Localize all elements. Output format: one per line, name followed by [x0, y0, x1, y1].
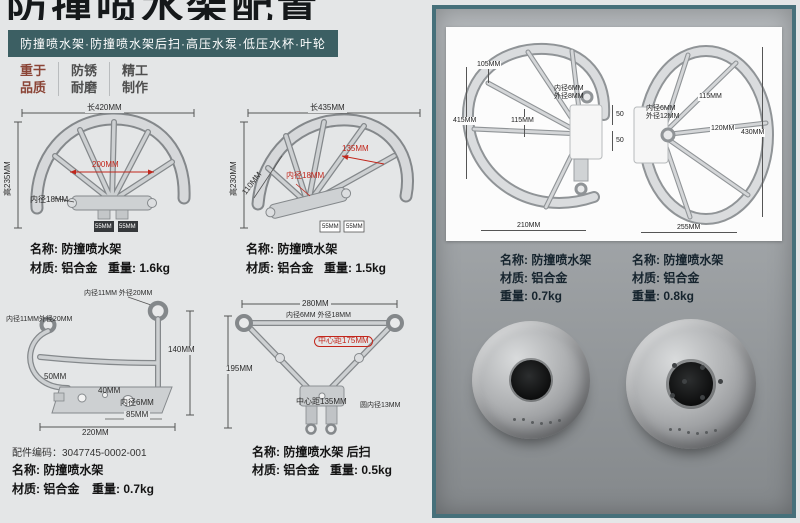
p4-name: 名称: 防撞喷水架 后扫 [252, 445, 371, 459]
p3-weight: 重量: 0.7kg [92, 482, 155, 496]
p3-dim-220: 220MM [80, 428, 111, 438]
pr-hole-inner: 内径6MM [646, 105, 676, 112]
p1-box1: 55MM [95, 224, 112, 230]
p1-dim-width: 长420MM [85, 103, 124, 113]
dimline-255 [641, 232, 737, 233]
p1-weight: 重量: 1.6kg [108, 261, 171, 275]
p4-dim-195: 195MM [224, 364, 255, 374]
badge-quality: 重于 品质 [8, 62, 60, 96]
dimline-105 [488, 67, 489, 83]
impeller-center-hole [668, 361, 714, 407]
pl-gap-b: 50 [616, 137, 624, 144]
page-title-clipped: 防撞喷水架配置 [6, 0, 336, 20]
impeller-rim-holes [521, 417, 525, 421]
pl-dim-210: 210MM [516, 222, 542, 230]
p3-dim-40: 40MM [98, 386, 121, 395]
p4-dim-hole: 内径6MM 外径18MM [286, 312, 351, 319]
quality-badges: 重于 品质 防锈 耐磨 精工 制作 [8, 62, 160, 96]
impeller-rim-holes [678, 428, 681, 432]
p2-weight: 重量: 1.5kg [324, 261, 387, 275]
dimline-50a [612, 105, 613, 125]
badge-rustproof: 防锈 耐磨 [59, 62, 111, 96]
impeller-center-hole [510, 359, 552, 401]
pl-dim-115: 115MM [510, 117, 535, 125]
p1-box2: 55MM [119, 224, 136, 230]
pr-dim-430: 430MM [740, 129, 766, 137]
p4-dim-center135: 中心距135MM [296, 397, 347, 406]
impeller-photo-left [472, 321, 590, 439]
badge-craft: 精工 制作 [122, 63, 149, 95]
photo-frame-right [633, 45, 774, 225]
showcase-left-name: 名称: 防撞喷水架 [500, 253, 592, 267]
p3-dim-85: 85MM [124, 410, 151, 420]
bracket-drawing [27, 296, 194, 431]
product-photo-area: 105MM 415MM 115MM 内径6MM 外径8MM 50 50 210M… [446, 27, 782, 241]
p1-dim-inner: 200MM [92, 160, 119, 169]
p4-material: 材质: 铝合金 [252, 463, 320, 477]
pl-hole-inner: 内径6MM [554, 85, 584, 92]
pr-dim-115: 115MM [698, 93, 723, 101]
rear-sweep-drawing [224, 300, 404, 435]
showcase-right-name: 名称: 防撞喷水架 [632, 253, 724, 267]
p3-dim-left: 内径11MM外径20MM [6, 316, 73, 323]
pl-hole-outer: 外径8MM [554, 93, 584, 100]
pl-dim-105: 105MM [476, 61, 502, 69]
p2-material: 材质: 铝合金 [246, 261, 314, 275]
p3-dim-140: 140MM [166, 345, 197, 355]
pl-dim-415: 415MM [452, 117, 478, 125]
category-banner: 防撞喷水架·防撞喷水架后扫·高压水泵·低压水杯·叶轮 [8, 30, 338, 57]
p2-dim-height: 高230MM [229, 159, 239, 198]
showcase-left-material: 材质: 铝合金 [500, 271, 568, 285]
p4-weight: 重量: 0.5kg [330, 463, 393, 477]
p1-dim-hole: 内径18MM [30, 195, 69, 204]
p3-dim-50: 50MM [44, 372, 67, 381]
showcase-panel: 105MM 415MM 115MM 内径6MM 外径8MM 50 50 210M… [432, 5, 796, 518]
p1-dim-height: 高235MM [3, 159, 13, 198]
showcase-left-weight: 重量: 0.7kg [500, 289, 563, 303]
p2-dim-135: 135MM [342, 144, 369, 153]
p4-dim-center175: 中心距175MM [314, 336, 373, 347]
pr-dim-120: 120MM [710, 125, 736, 133]
impeller-bolt-holes [681, 378, 687, 384]
p3-dim-hole: 内径6MM [120, 398, 154, 407]
frame-drawing-2 [240, 109, 421, 233]
p1-name: 名称: 防撞喷水架 [30, 242, 122, 256]
p2-box1: 55MM [322, 224, 339, 230]
p3-name: 名称: 防撞喷水架 [12, 463, 104, 477]
p3-dim-top: 内径11MM 外径20MM [84, 290, 153, 297]
p3-material: 材质: 铝合金 [12, 482, 80, 496]
p2-dim-width: 长435MM [308, 103, 347, 113]
dimline-210 [481, 230, 586, 231]
page-title-text: 防撞喷水架配置 [6, 0, 336, 20]
p4-dim-circle: 圆内径13MM [360, 402, 401, 409]
p3-part-code: 配件编码：3047745-0002-001 [12, 448, 147, 459]
impeller-photo-right [626, 319, 756, 449]
dimline-50b [612, 131, 613, 151]
pl-gap-a: 50 [616, 111, 624, 118]
showcase-right-material: 材质: 铝合金 [632, 271, 700, 285]
p2-dim-hole: 内径18MM [286, 171, 325, 180]
p4-dim-280: 280MM [300, 299, 331, 309]
p1-material: 材质: 铝合金 [30, 261, 98, 275]
pr-hole-outer: 外径12MM [646, 113, 680, 120]
p2-box2: 55MM [346, 224, 363, 230]
pr-dim-255: 255MM [676, 224, 702, 232]
photo-frame-left [461, 42, 611, 210]
frame-drawing-1 [14, 109, 195, 232]
showcase-right-weight: 重量: 0.8kg [632, 289, 695, 303]
p2-name: 名称: 防撞喷水架 [246, 242, 338, 256]
